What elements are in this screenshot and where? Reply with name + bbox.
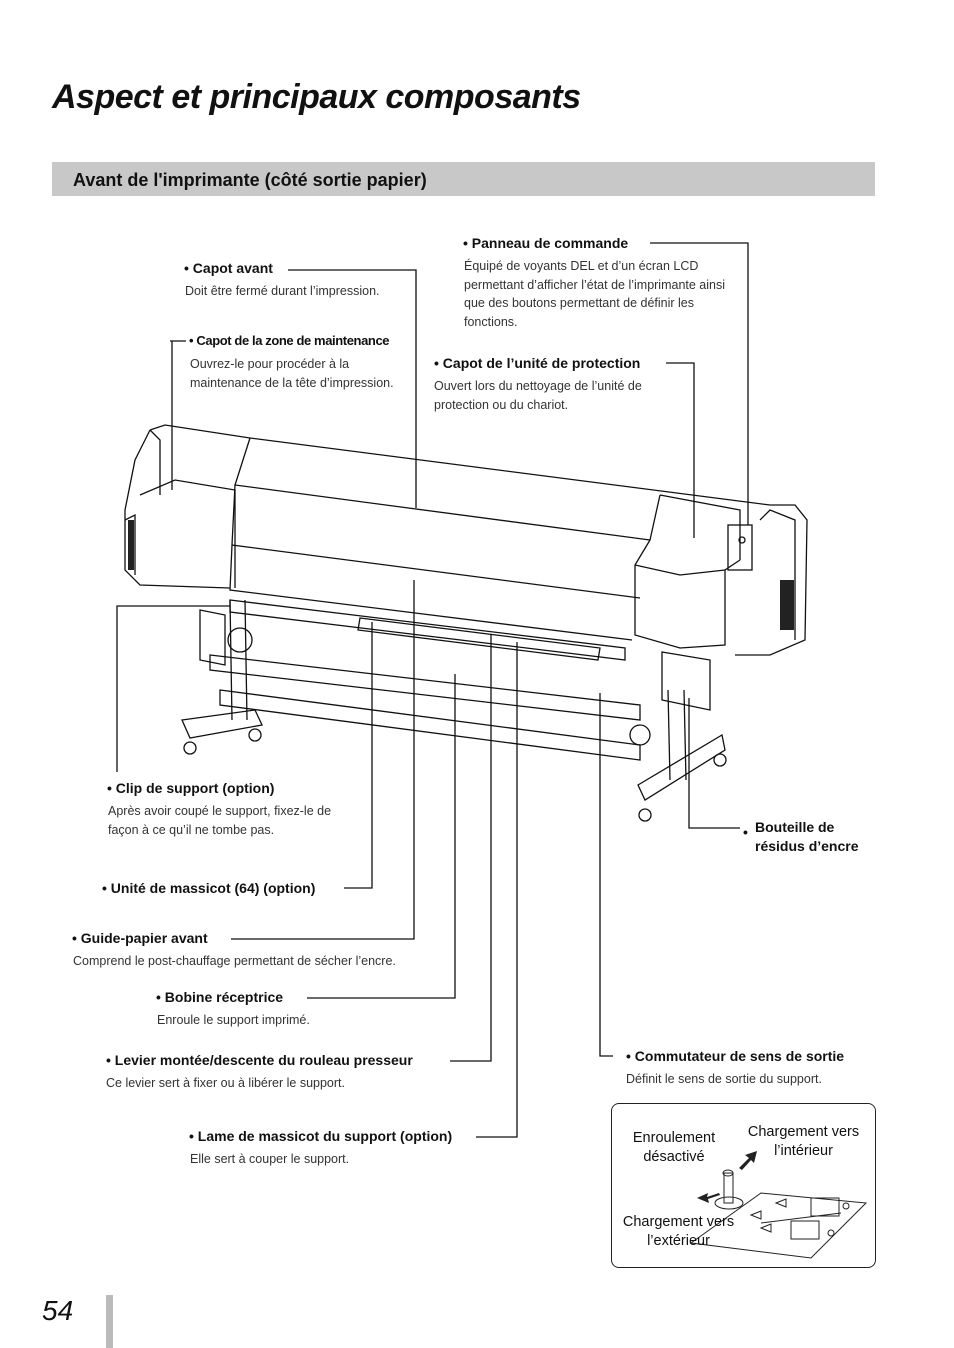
label-capot-protection: Capot de l’unité de protection — [434, 355, 641, 371]
label-massicot: Unité de massicot (64) (option) — [102, 880, 316, 896]
switch-label-inward: Chargement vers l’intérieur — [747, 1124, 860, 1159]
label-capot-avant: Capot avant — [184, 260, 273, 276]
desc-capot-maintenance: Ouvrez-le pour procéder à la maintenance… — [190, 357, 394, 390]
desc-bobine: Enroule le support imprimé. — [157, 1013, 310, 1027]
label-clip: Clip de support (option) — [107, 780, 275, 796]
label-commutateur: Commutateur de sens de sortie — [626, 1048, 844, 1064]
desc-commutateur: Définit le sens de sortie du support. — [626, 1072, 822, 1086]
desc-capot-avant: Doit être fermé durant l’impression. — [185, 284, 380, 298]
desc-guide: Comprend le post-chauffage permettant de… — [73, 954, 396, 968]
desc-clip: Après avoir coupé le support, fixez-le d… — [108, 804, 332, 837]
desc-panneau: Équipé de voyants DEL et d’un écran LCD … — [464, 259, 726, 329]
bullet-dot: • — [743, 824, 748, 840]
switch-label-off: Enroulement désactivé — [632, 1130, 716, 1165]
desc-lame: Elle sert à couper le support. — [190, 1152, 350, 1166]
switch-illustration — [689, 1151, 868, 1259]
switch-diagram — [611, 1103, 876, 1268]
label-bobine: Bobine réceptrice — [156, 989, 283, 1005]
page-number: 54 — [42, 1295, 74, 1326]
label-capot-maintenance: Capot de la zone de maintenance — [189, 333, 389, 348]
label-bouteille: Bouteille de résidus d’encre — [755, 819, 859, 854]
label-guide: Guide-papier avant — [72, 930, 208, 946]
page-title: Aspect et principaux composants — [52, 78, 581, 116]
page-margin-bar — [106, 1295, 113, 1348]
label-panneau: Panneau de commande — [463, 235, 628, 251]
desc-capot-protection: Ouvert lors du nettoyage de l’unité de p… — [434, 379, 642, 412]
section-title: Avant de l'imprimante (côté sortie papie… — [73, 170, 427, 190]
desc-levier: Ce levier sert à fixer ou à libérer le s… — [106, 1076, 345, 1090]
label-levier: Levier montée/descente du rouleau presse… — [106, 1052, 413, 1068]
section-header-bar — [52, 162, 875, 196]
label-lame: Lame de massicot du support (option) — [189, 1128, 452, 1144]
switch-label-outward: Chargement vers l’extérieur — [622, 1214, 735, 1249]
